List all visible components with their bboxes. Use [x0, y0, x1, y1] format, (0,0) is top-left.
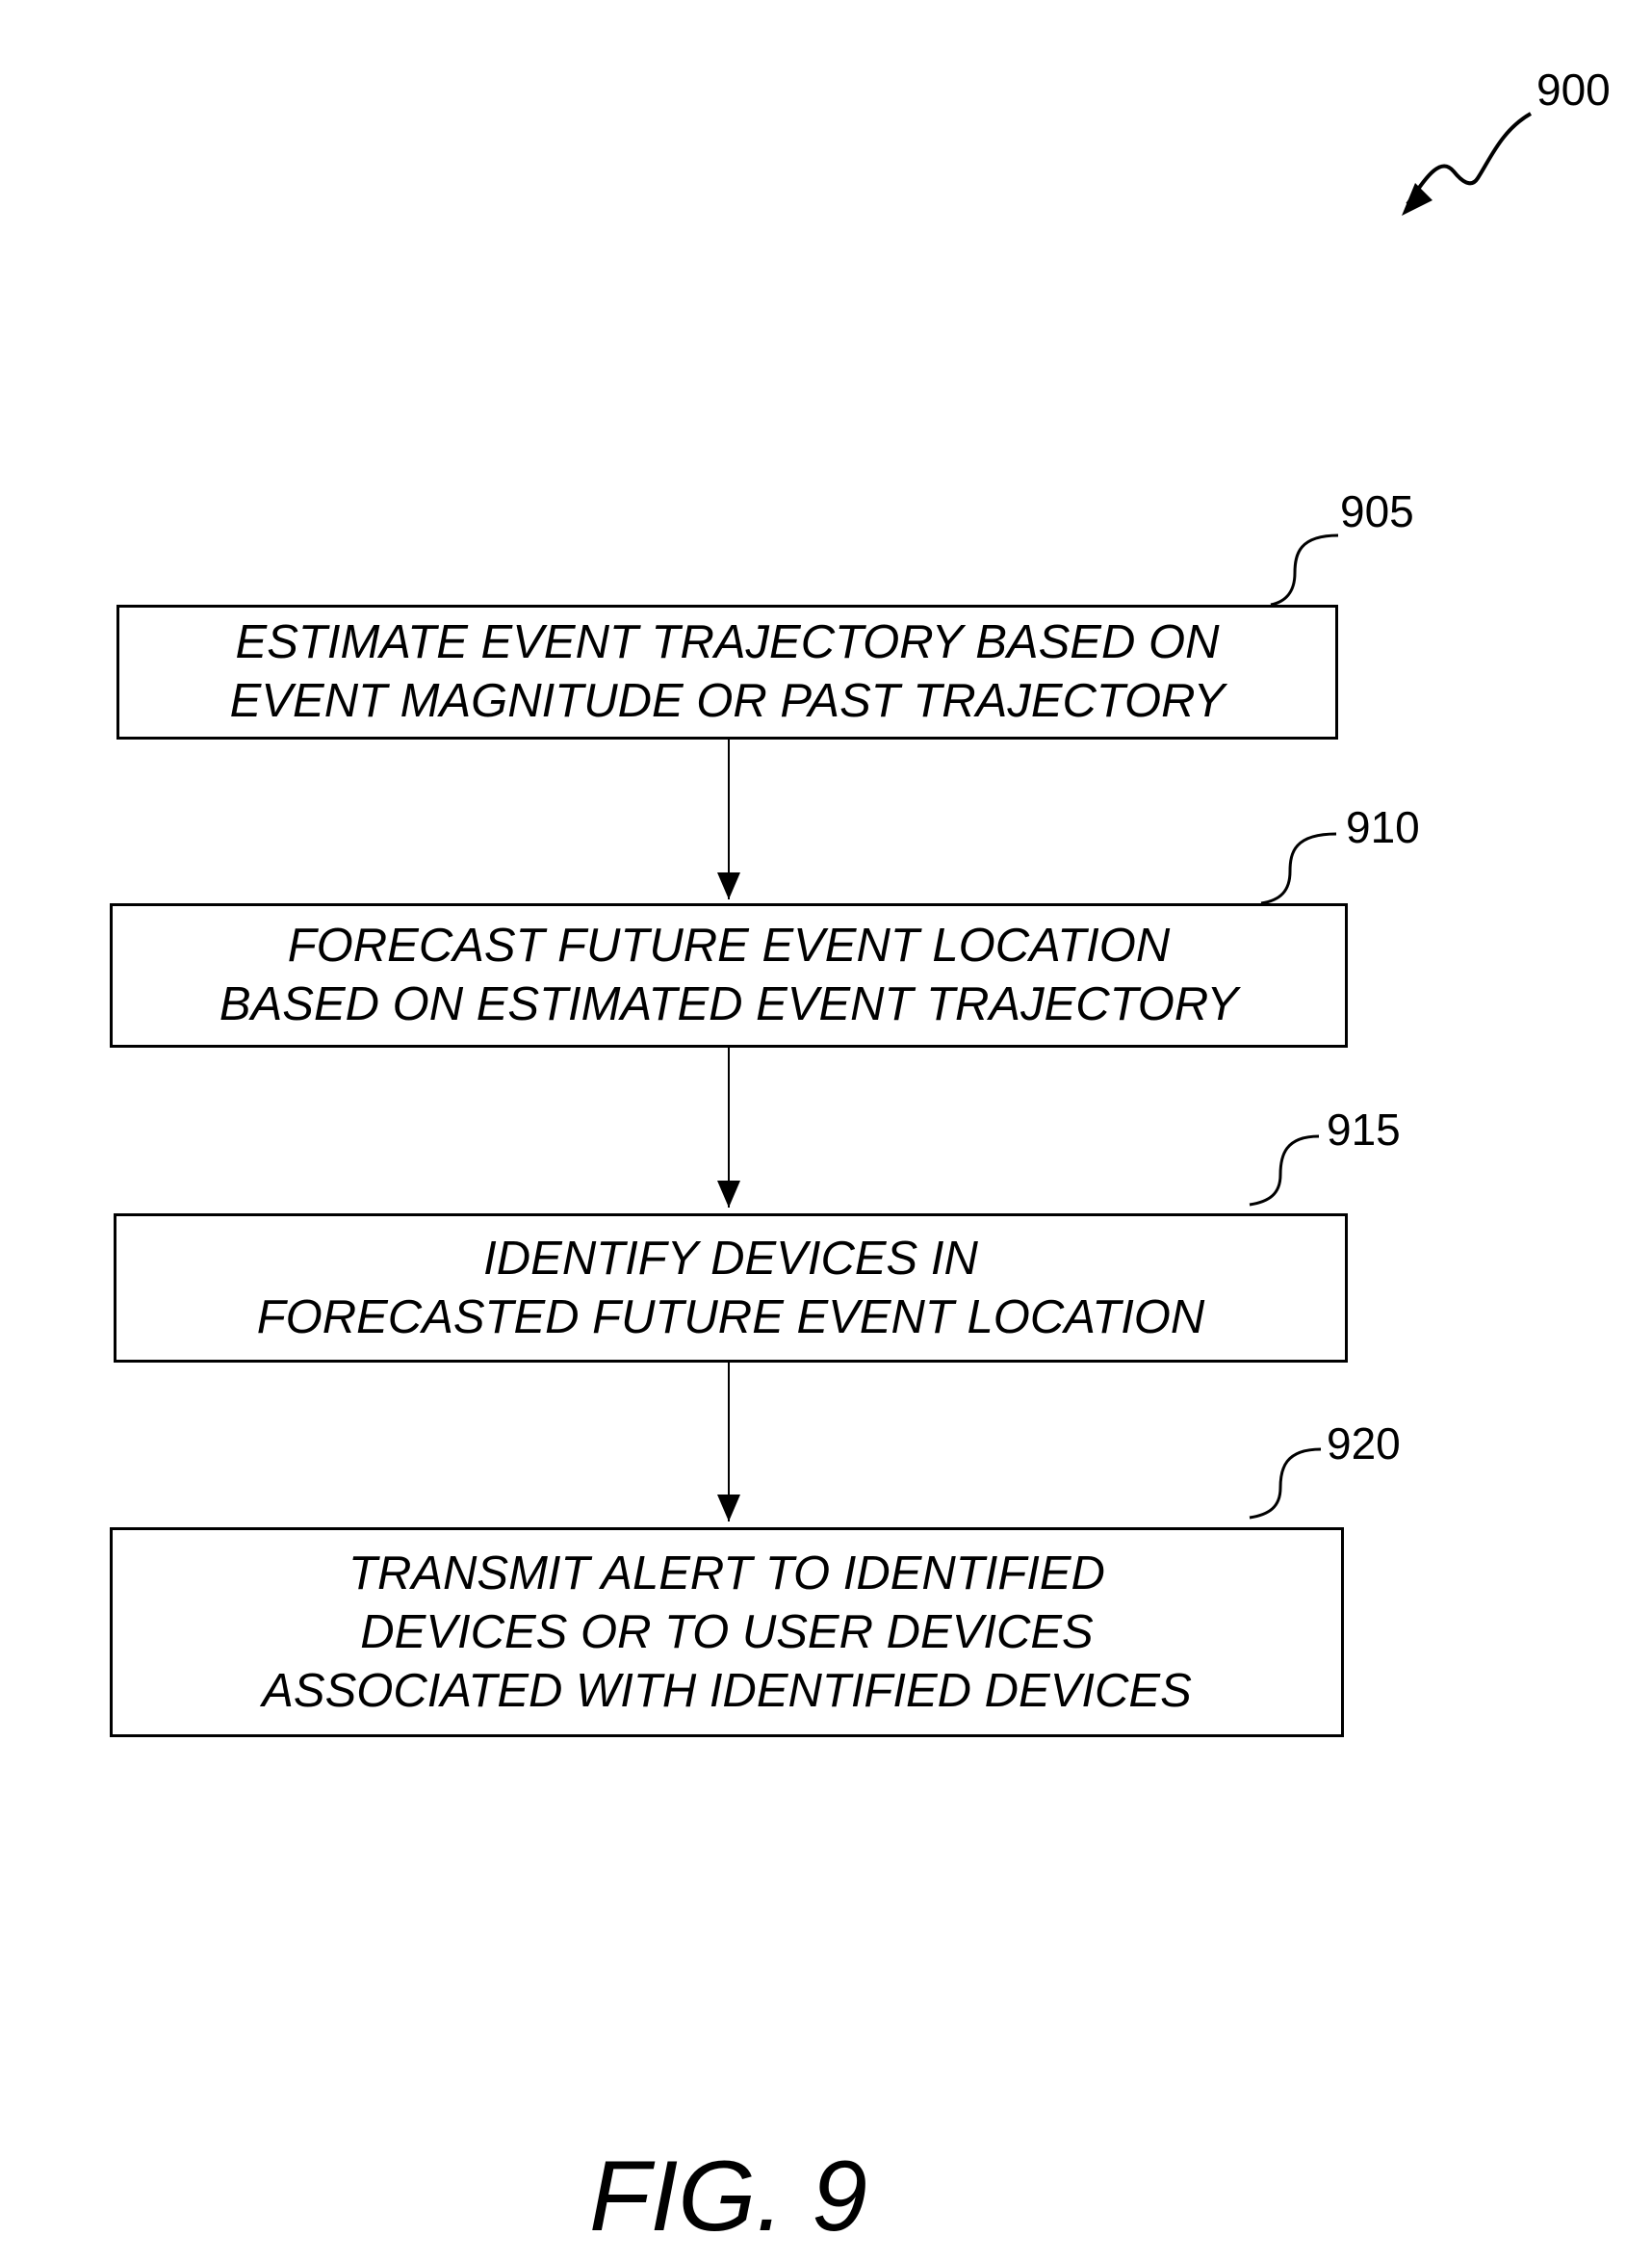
leader-line-920	[1250, 1449, 1321, 1518]
step-text-line: DEVICES OR TO USER DEVICES	[360, 1603, 1094, 1662]
leader-line-910	[1261, 834, 1336, 903]
step-box-920: TRANSMIT ALERT TO IDENTIFIED DEVICES OR …	[110, 1527, 1344, 1737]
step-text-line: FORECAST FUTURE EVENT LOCATION	[288, 917, 1171, 975]
step-box-910: FORECAST FUTURE EVENT LOCATION BASED ON …	[110, 903, 1348, 1048]
leader-line-905	[1271, 535, 1338, 605]
step-text-line: ESTIMATE EVENT TRAJECTORY BASED ON	[236, 613, 1220, 672]
step-text-line: EVENT MAGNITUDE OR PAST TRAJECTORY	[230, 672, 1226, 731]
figure-ref-arrowhead	[1402, 183, 1433, 216]
step-ref-910: 910	[1346, 803, 1420, 851]
step-text-line: IDENTIFY DEVICES IN	[483, 1230, 978, 1288]
step-box-915: IDENTIFY DEVICES IN FORECASTED FUTURE EV…	[114, 1213, 1348, 1363]
figure-ref-label: 900	[1536, 65, 1611, 114]
step-box-905: ESTIMATE EVENT TRAJECTORY BASED ON EVENT…	[116, 605, 1338, 740]
step-text-line: BASED ON ESTIMATED EVENT TRAJECTORY	[219, 975, 1238, 1034]
step-text-line: ASSOCIATED WITH IDENTIFIED DEVICES	[262, 1662, 1192, 1721]
step-text-line: FORECASTED FUTURE EVENT LOCATION	[257, 1288, 1205, 1347]
figure-ref-arrow	[1407, 114, 1531, 204]
step-text-line: TRANSMIT ALERT TO IDENTIFIED	[348, 1545, 1105, 1603]
step-ref-905: 905	[1340, 487, 1414, 535]
step-ref-920: 920	[1327, 1419, 1401, 1468]
leader-line-915	[1250, 1136, 1319, 1205]
step-ref-915: 915	[1327, 1105, 1401, 1154]
figure-caption: FIG. 9	[589, 2144, 867, 2249]
